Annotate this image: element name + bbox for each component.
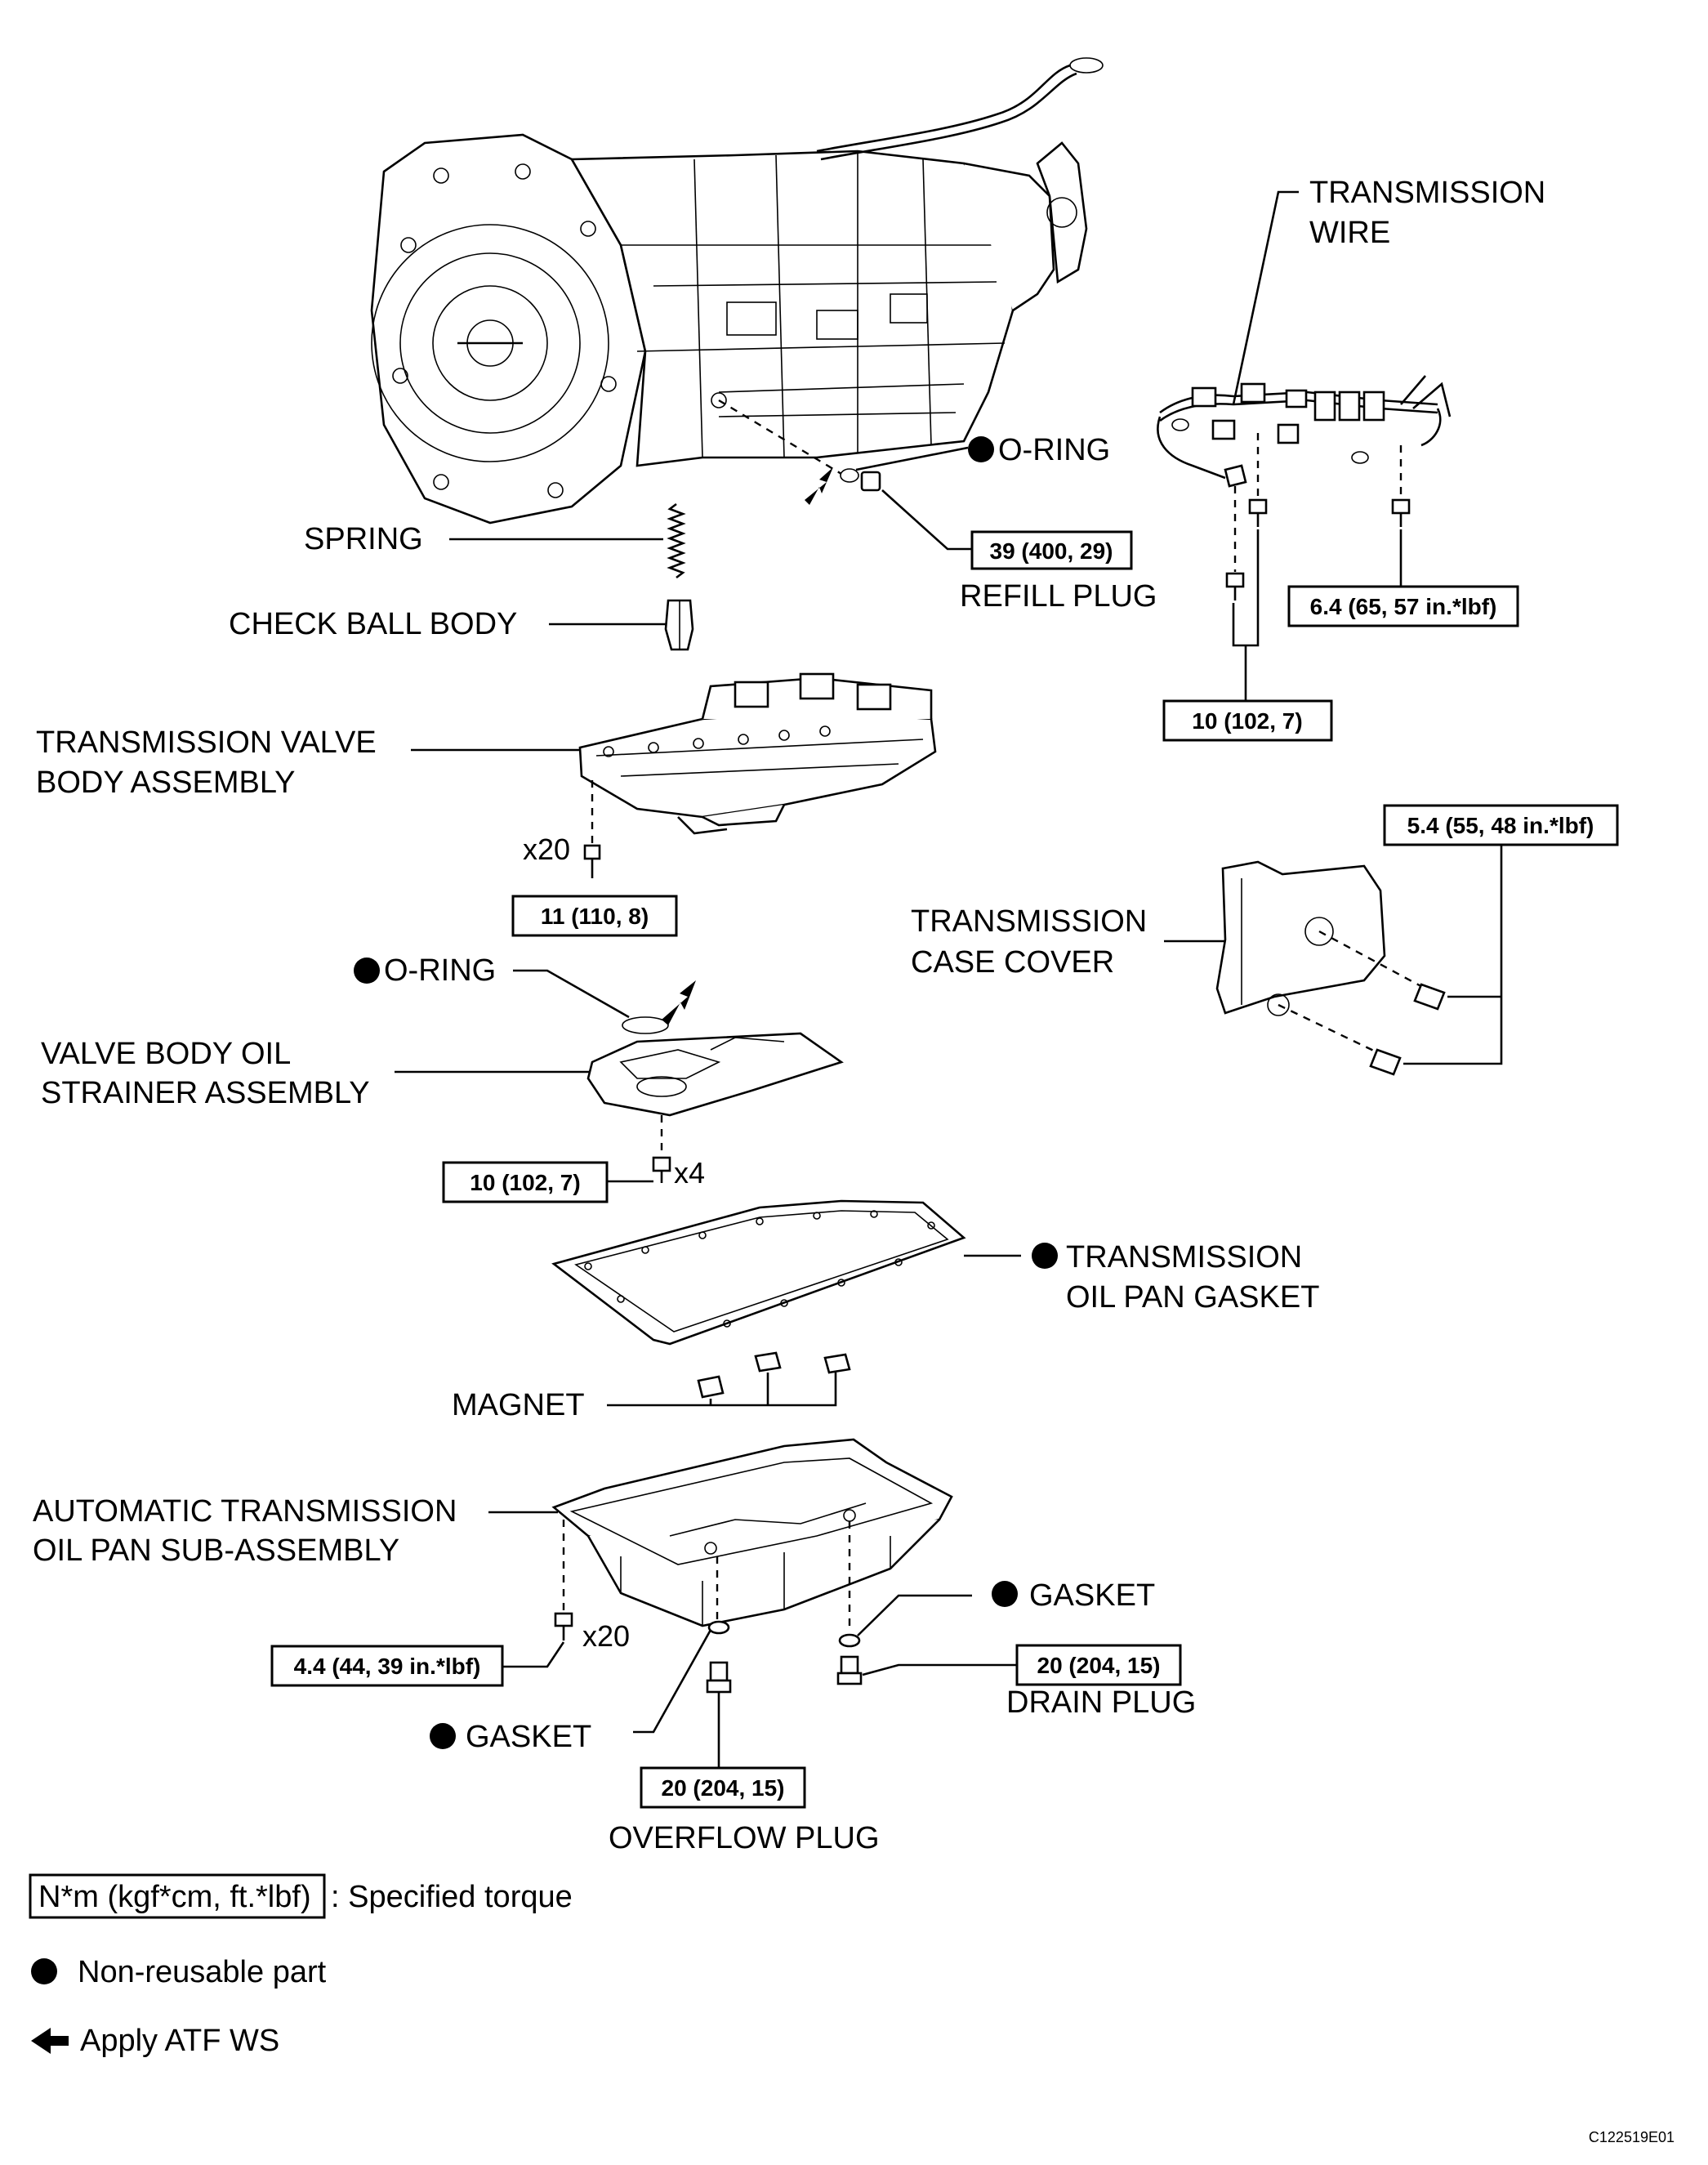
- legend-torque-units: N*m (kgf*cm, ft.*lbf): [38, 1880, 311, 1914]
- drain-plug-part: [836, 1655, 863, 1685]
- figure-code: C122519E01: [1589, 2129, 1675, 2145]
- non-reusable-dot-icon: [31, 1958, 57, 1984]
- case-cover-label-line2: CASE COVER: [911, 945, 1114, 980]
- legend-torque-box: [29, 1873, 326, 1919]
- wire-large-torque: 10 (102, 7): [1192, 708, 1302, 734]
- apply-atf-arrow-icon: [662, 980, 696, 1025]
- wire-bolt-1: [1248, 498, 1268, 527]
- legend-torque-text: : Specified torque: [331, 1880, 573, 1914]
- valve-body-bolt-qty: x20: [523, 833, 570, 866]
- drain-plug-torque-box: [1015, 1644, 1182, 1686]
- o-ring-label: O-RING: [998, 433, 1110, 467]
- refill-plug-torque-box: [970, 530, 1133, 570]
- oil-pan-torque-box: [270, 1645, 504, 1687]
- wire-bolt-3: [1391, 498, 1411, 527]
- strainer-bolt-qty: x4: [674, 1156, 705, 1190]
- oil-pan-part: [551, 1438, 953, 1627]
- non-reusable-dot-icon: [1032, 1243, 1058, 1269]
- non-reusable-dot-icon: [992, 1581, 1018, 1607]
- oil-pan-bolt: [554, 1612, 573, 1640]
- refill-plug-torque: 39 (400, 29): [990, 538, 1113, 564]
- strainer-label-line1: VALVE BODY OIL: [41, 1037, 291, 1071]
- apply-atf-arrow-icon: [31, 2028, 69, 2054]
- valve-body-torque-box: [511, 895, 678, 937]
- wire-small-torque-box: [1287, 585, 1519, 627]
- drain-gasket-part: [838, 1633, 861, 1648]
- oil-pan-gasket-part: [551, 1199, 966, 1346]
- legend-non-reusable-text: Non-reusable part: [78, 1955, 327, 1989]
- overflow-plug-torque-box: [640, 1766, 806, 1809]
- oil-pan-label-line2: OIL PAN SUB-ASSEMBLY: [33, 1533, 399, 1568]
- refill-plug-part: [860, 471, 881, 492]
- transmission-drawing: [370, 57, 1104, 525]
- strainer-torque-box: [442, 1161, 609, 1203]
- case-cover-part: [1215, 860, 1386, 1016]
- oil-pan-bolt-qty: x20: [582, 1619, 630, 1653]
- overflow-plug-torque: 20 (204, 15): [662, 1775, 785, 1801]
- transmission-wire-label-line1: TRANSMISSION: [1309, 176, 1545, 210]
- overflow-plug-part: [706, 1661, 732, 1694]
- drain-plug-torque: 20 (204, 15): [1037, 1653, 1161, 1678]
- spring-label: SPRING: [304, 522, 423, 556]
- transmission-wire-part: [1157, 375, 1452, 488]
- oil-pan-label-line1: AUTOMATIC TRANSMISSION: [33, 1494, 457, 1529]
- magnet-part: [697, 1351, 851, 1399]
- strainer-bolt: [652, 1156, 671, 1183]
- o-ring-mid-part: [622, 1016, 669, 1034]
- o-ring-mid-label: O-RING: [384, 953, 496, 988]
- overflow-plug-label: OVERFLOW PLUG: [609, 1821, 880, 1855]
- case-cover-label-line1: TRANSMISSION: [911, 904, 1147, 939]
- valve-body-label-line1: TRANSMISSION VALVE: [36, 725, 377, 760]
- legend: N*m (kgf*cm, ft.*lbf) : Specified torque…: [29, 1873, 573, 2058]
- pan-gasket-label-line2: OIL PAN GASKET: [1066, 1280, 1319, 1315]
- wire-small-torque: 6.4 (65, 57 in.*lbf): [1310, 594, 1497, 619]
- strainer-label-line2: STRAINER ASSEMBLY: [41, 1076, 370, 1110]
- valve-body-part: [578, 672, 937, 835]
- strainer-torque: 10 (102, 7): [470, 1170, 580, 1195]
- valve-body-torque: 11 (110, 8): [541, 904, 649, 929]
- check-ball-body-part: [664, 599, 694, 651]
- transmission-wire-label-line2: WIRE: [1309, 216, 1390, 250]
- non-reusable-dot-icon: [968, 436, 994, 462]
- case-cover-bolt-1: [1413, 983, 1446, 1011]
- case-cover-torque: 5.4 (55, 48 in.*lbf): [1407, 813, 1594, 838]
- magnet-label: MAGNET: [452, 1388, 585, 1422]
- strainer-part: [586, 1032, 844, 1117]
- gasket-left-label: GASKET: [466, 1720, 591, 1754]
- overflow-gasket-part: [707, 1620, 730, 1635]
- case-cover-torque-box: [1383, 804, 1619, 846]
- wire-large-torque-box: [1162, 699, 1333, 742]
- non-reusable-dot-icon: [430, 1723, 456, 1749]
- o-ring-part: [840, 468, 859, 483]
- spring-part: [667, 502, 686, 579]
- non-reusable-dot-icon: [354, 958, 380, 984]
- valve-body-bolt: [583, 844, 601, 878]
- pan-gasket-label-line1: TRANSMISSION: [1066, 1240, 1302, 1274]
- wire-bolt-2: [1225, 572, 1245, 600]
- oil-pan-torque: 4.4 (44, 39 in.*lbf): [294, 1654, 481, 1679]
- apply-atf-arrow-icon: [805, 467, 833, 505]
- drain-plug-label: DRAIN PLUG: [1006, 1685, 1196, 1720]
- check-ball-body-label: CHECK BALL BODY: [229, 607, 517, 641]
- case-cover-bolt-2: [1369, 1048, 1402, 1076]
- refill-plug-label: REFILL PLUG: [960, 579, 1157, 614]
- valve-body-label-line2: BODY ASSEMBLY: [36, 766, 296, 800]
- legend-apply-text: Apply ATF WS: [80, 2024, 279, 2058]
- gasket-right-label: GASKET: [1029, 1578, 1155, 1613]
